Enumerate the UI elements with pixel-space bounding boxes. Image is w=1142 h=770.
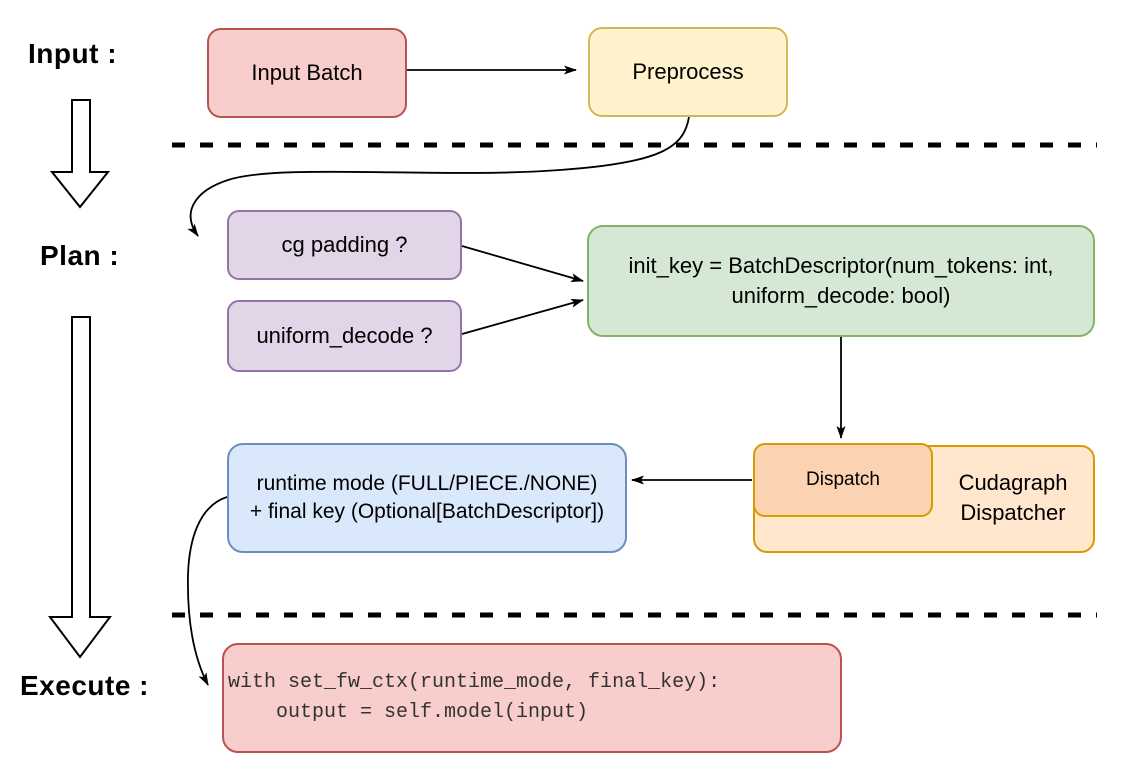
node-uniform-decode: uniform_decode ?: [227, 300, 462, 372]
input-stage-arrow-icon: [49, 99, 111, 209]
node-init-key: init_key = BatchDescriptor(num_tokens: i…: [587, 225, 1095, 337]
node-runtime-result: runtime mode (FULL/PIECE./NONE) + final …: [227, 443, 627, 553]
node-input-batch: Input Batch: [207, 28, 407, 118]
execute-code-line2: output = self.model(input): [228, 701, 589, 724]
node-input-batch-label: Input Batch: [251, 60, 363, 86]
node-execute-code: with set_fw_ctx(runtime_mode, final_key)…: [222, 643, 842, 753]
node-dispatch: Dispatch: [753, 443, 933, 517]
node-uniform-decode-label: uniform_decode ?: [256, 323, 433, 349]
cudagraph-label-line2: Dispatcher: [960, 500, 1066, 525]
node-init-key-line1: init_key = BatchDescriptor(num_tokens: i…: [628, 253, 1054, 279]
curve-preprocess-to-cg-padding: [187, 116, 690, 237]
arrow-uniform-decode-to-init-key: [461, 298, 584, 335]
stage-label-execute: Execute :: [20, 670, 149, 701]
cudagraph-label-line1: Cudagraph: [958, 470, 1068, 495]
node-dispatch-label: Dispatch: [806, 469, 880, 491]
node-cg-padding: cg padding ?: [227, 210, 462, 280]
curve-runtime-result-to-execute-code: [187, 496, 228, 686]
node-runtime-result-line1: runtime mode (FULL/PIECE./NONE): [256, 471, 598, 495]
node-preprocess: Preprocess: [588, 27, 788, 117]
plan-stage-arrow-icon: [48, 316, 112, 659]
node-cudagraph-dispatcher-label: Cudagraph Dispatcher: [933, 468, 1093, 528]
node-cg-padding-label: cg padding ?: [281, 232, 408, 258]
arrow-cg-padding-to-init-key: [461, 245, 584, 282]
execute-code-line1: with set_fw_ctx(runtime_mode, final_key)…: [228, 671, 721, 694]
node-preprocess-label: Preprocess: [632, 59, 744, 85]
node-init-key-line2: uniform_decode: bool): [731, 283, 951, 308]
node-runtime-result-line2: + final key (Optional[BatchDescriptor]): [249, 500, 605, 523]
stage-label-input: Input :: [28, 38, 118, 69]
stage-label-plan: Plan :: [40, 240, 120, 271]
